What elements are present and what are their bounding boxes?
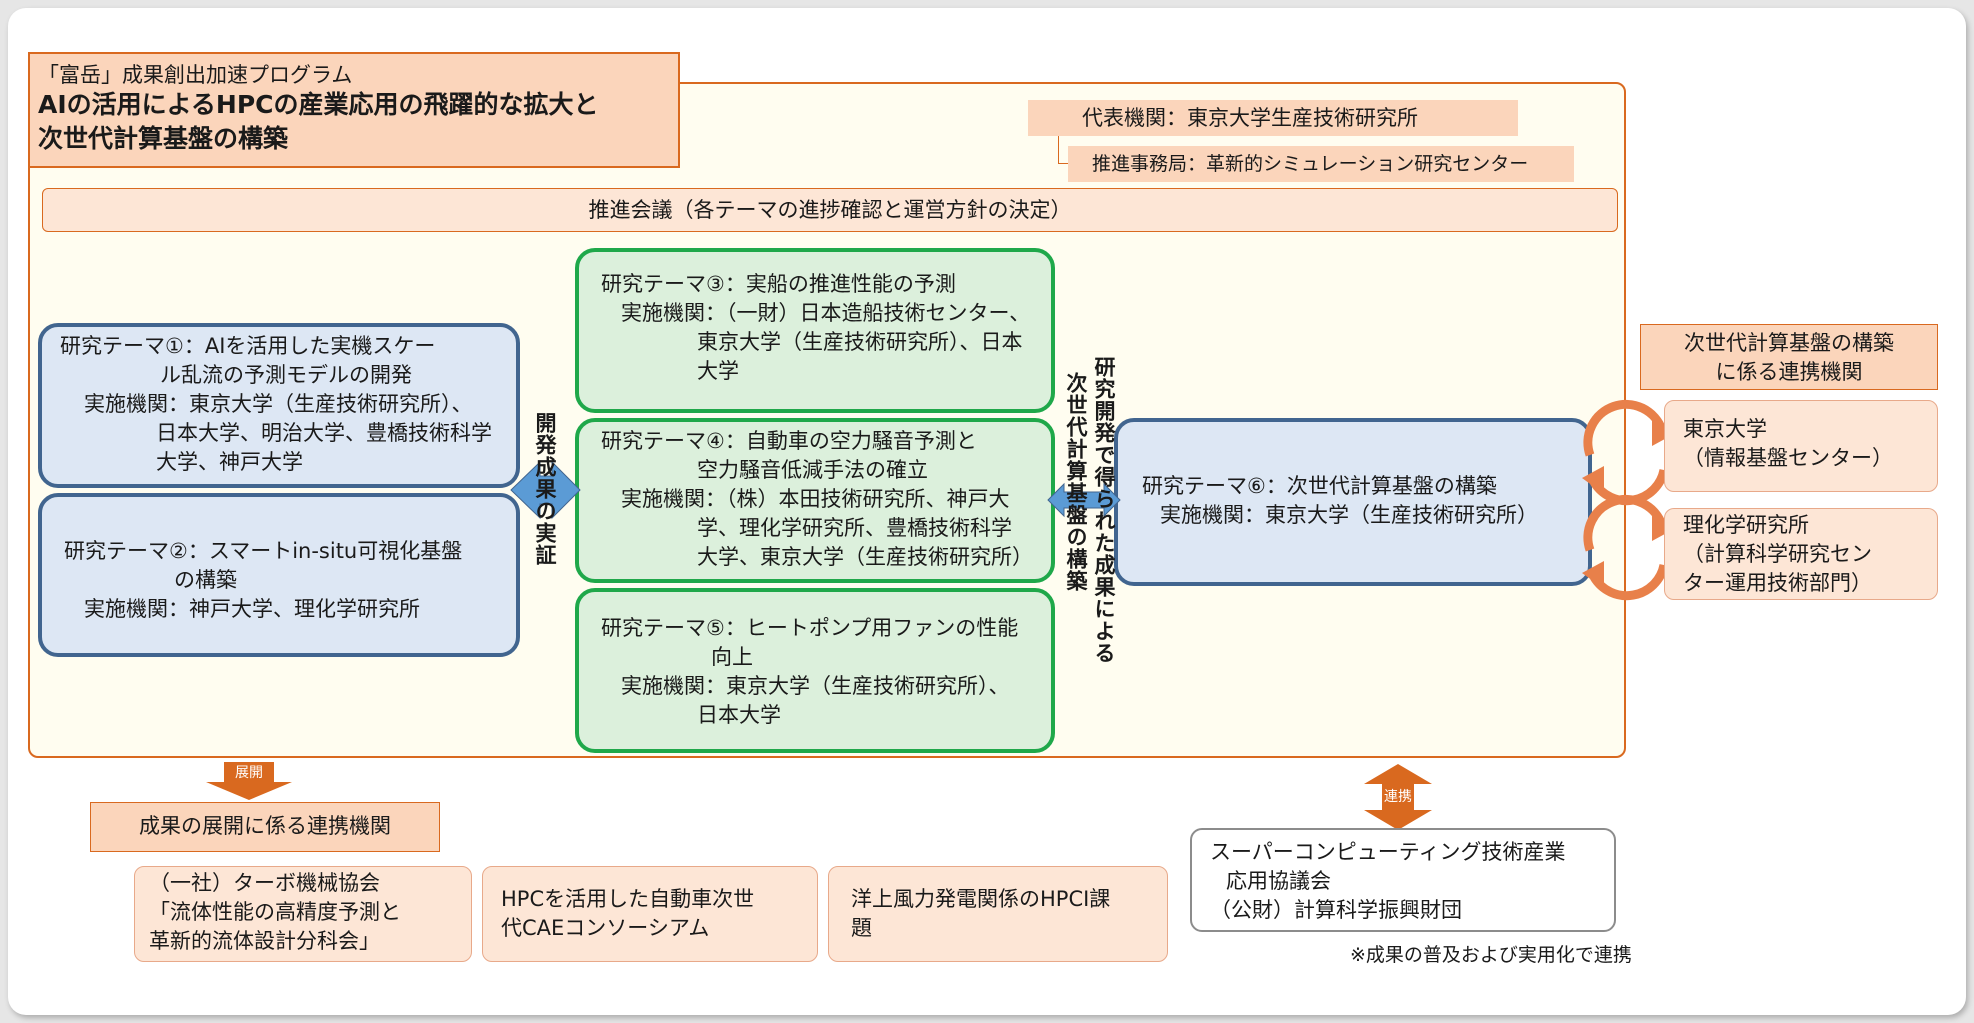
deploy-org-turbo-box: （一社）ターボ機械協会 「流体性能の高精度予測と 革新的流体設計分科会」 bbox=[134, 866, 472, 962]
theme-5-box: 研究テーマ⑤：ヒートポンプ用ファンの性能 向上 実施機関：東京大学（生産技術研究… bbox=[575, 588, 1055, 753]
deploy-org-turbo-line2: 「流体性能の高精度予測と bbox=[149, 900, 401, 924]
vertical-label-next-gen: 次世代計算基盤の構築 bbox=[1064, 372, 1088, 592]
partner-riken-box: 理化学研究所 （計算科学研究セン ター運用技術部門） bbox=[1664, 508, 1938, 600]
theme-4-org-cont1: 学、理化学研究所、豊橋技術科学 bbox=[697, 516, 1012, 540]
theme-6-title: 研究テーマ⑥：次世代計算基盤の構築 bbox=[1142, 474, 1497, 498]
deploy-partners-heading: 成果の展開に係る連携機関 bbox=[90, 802, 440, 852]
theme-4-title-cont: 空力騒音低減手法の確立 bbox=[697, 458, 928, 482]
next-gen-heading-line1: 次世代計算基盤の構築 bbox=[1684, 331, 1894, 355]
theme-2-title-cont: の構築 bbox=[174, 568, 237, 592]
cycle-arrowhead-icon-1b bbox=[1582, 466, 1604, 494]
consortium-line1: スーパーコンピューティング技術産業 bbox=[1210, 840, 1566, 864]
theme-4-org: 実施機関：（株）本田技術研究所、神戸大 bbox=[621, 487, 1010, 511]
cycle-arrowhead-icon-2b bbox=[1582, 561, 1604, 589]
deploy-org-wind-box: 洋上風力発電関係のHPCI課 題 bbox=[828, 866, 1168, 962]
theme-3-box: 研究テーマ③：実船の推進性能の予測 実施機関：（一財）日本造船技術センター、 東… bbox=[575, 248, 1055, 413]
right-double-arrow-icon bbox=[1047, 482, 1121, 518]
deploy-arrow-label: 展開 bbox=[235, 765, 263, 781]
theme-3-org: 実施機関：（一財）日本造船技術センター、 bbox=[621, 301, 1031, 325]
rep-connector-line bbox=[1058, 136, 1072, 164]
theme-4-org-cont2: 大学、東京大学（生産技術研究所） bbox=[697, 545, 1033, 569]
vertical-label-rnd-results: 研究開発で得られた成果による bbox=[1092, 356, 1116, 664]
partner-riken-dept1: （計算科学研究セン bbox=[1683, 542, 1872, 566]
deploy-org-turbo-line1: （一社）ターボ機械協会 bbox=[149, 871, 380, 895]
partner-riken-name: 理化学研究所 bbox=[1683, 513, 1809, 537]
program-title-box: 「富岳」成果創出加速プログラム AIの活用によるHPCの産業応用の飛躍的な拡大と… bbox=[28, 52, 680, 168]
renkei-double-arrow-icon bbox=[1364, 764, 1432, 830]
deploy-org-wind-line2: 題 bbox=[851, 916, 872, 940]
deploy-org-turbo-line3: 革新的流体設計分科会」 bbox=[149, 929, 380, 953]
deploy-down-arrow-icon bbox=[206, 762, 292, 800]
promotion-council-bar: 推進会議（各テーマの進捗確認と運営方針の決定） bbox=[42, 188, 1618, 232]
deploy-org-cae-line2: 代CAEコンソーシアム bbox=[501, 916, 710, 940]
renkei-arrow-label: 連携 bbox=[1384, 789, 1412, 805]
theme-5-org: 実施機関：東京大学（生産技術研究所）、 bbox=[621, 674, 1010, 698]
theme-6-org: 実施機関：東京大学（生産技術研究所） bbox=[1160, 503, 1538, 527]
next-gen-heading-line2: に係る連携機関 bbox=[1715, 360, 1863, 384]
theme-1-box: 研究テーマ①：AIを活用した実機スケー ル乱流の予測モデルの開発 実施機関：東京… bbox=[38, 323, 520, 488]
theme-5-org-cont: 日本大学 bbox=[697, 703, 781, 727]
next-gen-partners-heading: 次世代計算基盤の構築 に係る連携機関 bbox=[1640, 324, 1938, 390]
deploy-org-cae-line1: HPCを活用した自動車次世 bbox=[501, 887, 755, 911]
theme-2-title: 研究テーマ②：スマートin-situ可視化基盤 bbox=[64, 539, 463, 563]
theme-1-title-cont: ル乱流の予測モデルの開発 bbox=[160, 363, 412, 387]
secretariat-org: 推進事務局：革新的シミュレーション研究センター bbox=[1068, 146, 1574, 182]
theme-2-box: 研究テーマ②：スマートin-situ可視化基盤 の構築 実施機関：神戸大学、理化… bbox=[38, 493, 520, 657]
program-title-line2: 次世代計算基盤の構築 bbox=[38, 124, 289, 153]
deploy-org-cae-box: HPCを活用した自動車次世 代CAEコンソーシアム bbox=[482, 866, 818, 962]
program-name: 「富岳」成果創出加速プログラム bbox=[38, 63, 353, 87]
partner-utokyo-box: 東京大学 （情報基盤センター） bbox=[1664, 400, 1938, 492]
consortium-line3: （公財）計算科学振興財団 bbox=[1210, 898, 1462, 922]
theme-1-org: 実施機関：東京大学（生産技術研究所）、 bbox=[84, 392, 473, 416]
theme-4-title: 研究テーマ④：自動車の空力騒音予測と bbox=[601, 429, 977, 453]
theme-1-org-cont1: 日本大学、明治大学、豊橋技術科学 bbox=[156, 421, 492, 445]
theme-2-org: 実施機関：神戸大学、理化学研究所 bbox=[84, 597, 420, 621]
theme-6-box: 研究テーマ⑥：次世代計算基盤の構築 実施機関：東京大学（生産技術研究所） bbox=[1114, 418, 1592, 586]
deploy-org-wind-line1: 洋上風力発電関係のHPCI課 bbox=[851, 887, 1111, 911]
partner-utokyo-name: 東京大学 bbox=[1683, 417, 1767, 441]
cycle-arrowhead-icon-1a bbox=[1652, 418, 1674, 446]
collaboration-note: ※成果の普及および実用化で連携 bbox=[1350, 944, 1632, 966]
theme-5-title-cont: 向上 bbox=[711, 645, 753, 669]
consortium-box: スーパーコンピューティング技術産業 応用協議会 （公財）計算科学振興財団 bbox=[1190, 828, 1616, 932]
theme-5-title: 研究テーマ⑤：ヒートポンプ用ファンの性能 bbox=[601, 616, 1019, 640]
representative-org: 代表機関：東京大学生産技術研究所 bbox=[1028, 100, 1518, 136]
cycle-arrowhead-icon-2a bbox=[1652, 513, 1674, 541]
partner-riken-dept2: ター運用技術部門） bbox=[1683, 571, 1872, 595]
theme-4-box: 研究テーマ④：自動車の空力騒音予測と 空力騒音低減手法の確立 実施機関：（株）本… bbox=[575, 418, 1055, 583]
theme-1-org-cont2: 大学、神戸大学 bbox=[156, 450, 303, 474]
program-title-line1: AIの活用によるHPCの産業応用の飛躍的な拡大と bbox=[38, 90, 599, 119]
theme-3-org-cont2: 大学 bbox=[697, 359, 739, 383]
partner-utokyo-dept: （情報基盤センター） bbox=[1683, 446, 1893, 470]
theme-1-title: 研究テーマ①：AIを活用した実機スケー bbox=[60, 334, 436, 358]
left-double-arrow-icon bbox=[510, 460, 581, 520]
consortium-line2: 応用協議会 bbox=[1226, 869, 1331, 893]
theme-3-org-cont1: 東京大学（生産技術研究所）、日本 bbox=[697, 330, 1023, 354]
theme-3-title: 研究テーマ③：実船の推進性能の予測 bbox=[601, 272, 956, 296]
vertical-label-demonstration: 開発成果の実証 bbox=[533, 412, 557, 566]
